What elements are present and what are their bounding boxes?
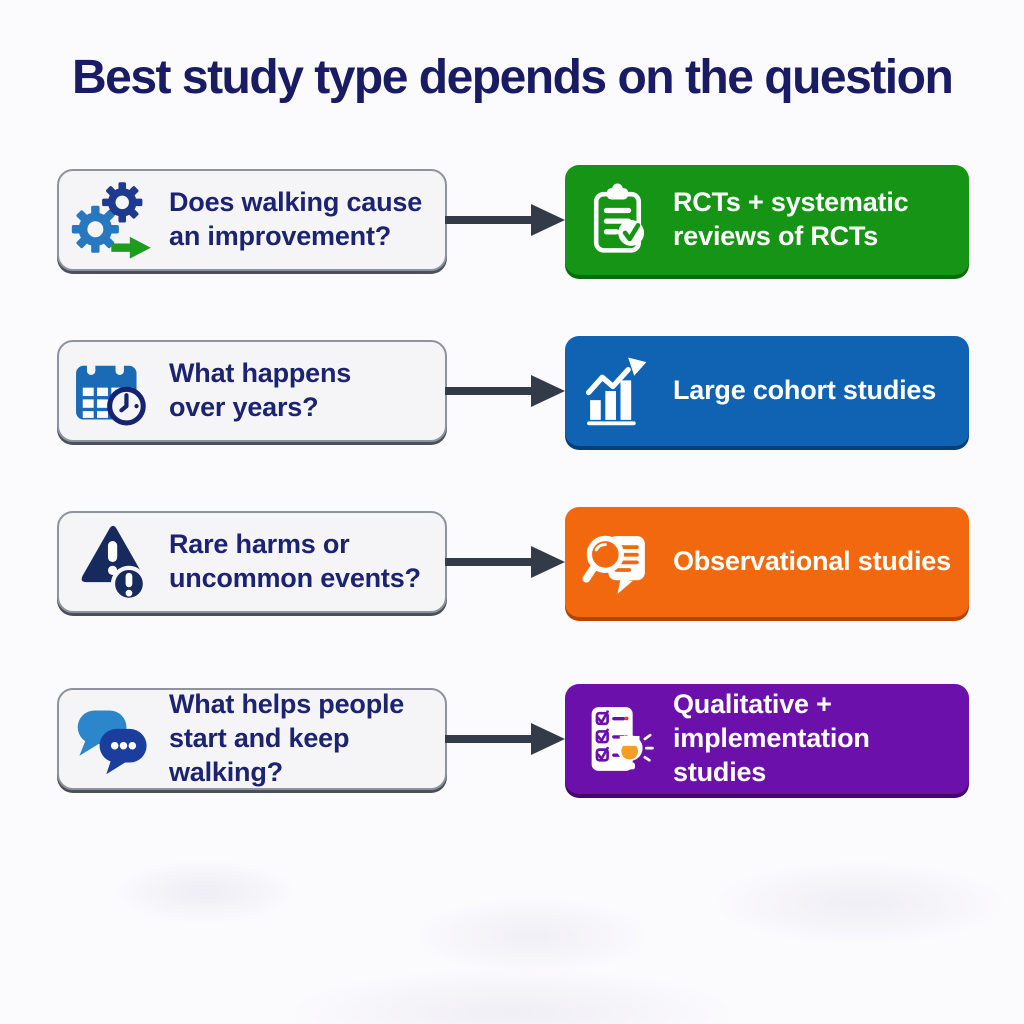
result-box-observational: Observational studies bbox=[565, 507, 969, 617]
row-long-term: What happens over years? Large cohort st… bbox=[57, 333, 969, 449]
question-text: What helps people start and keep walking… bbox=[169, 689, 405, 787]
result-box-cohort: Large cohort studies bbox=[565, 336, 969, 446]
bar-chart-growth-icon bbox=[585, 357, 647, 426]
question-box-rare-harms: Rare harms or uncommon events? bbox=[57, 511, 447, 613]
result-box-qualitative: Qualitative + implementation studies bbox=[565, 684, 969, 794]
clipboard-check-icon bbox=[593, 183, 645, 253]
question-text: Rare harms or uncommon events? bbox=[169, 529, 421, 593]
arrow-right-icon bbox=[445, 546, 565, 578]
arrow-right-icon bbox=[445, 723, 565, 755]
calendar-clock-icon bbox=[76, 357, 146, 426]
result-box-rcts: RCTs + systematic reviews of RCTs bbox=[565, 165, 969, 275]
row-causation: Does walking cause an improvement? RCTs … bbox=[57, 162, 969, 278]
gears-progress-icon bbox=[71, 182, 151, 259]
arrow-right-icon bbox=[445, 204, 565, 236]
result-text: Observational studies bbox=[673, 546, 951, 577]
magnifier-document-icon bbox=[582, 535, 645, 594]
result-text: Large cohort studies bbox=[673, 375, 937, 406]
question-box-long-term: What happens over years? bbox=[57, 340, 447, 442]
warning-exclamation-icon bbox=[81, 525, 148, 602]
question-text: What happens over years? bbox=[169, 358, 352, 422]
question-box-behaviour: What helps people start and keep walking… bbox=[57, 688, 447, 790]
result-text: Qualitative + implementation studies bbox=[673, 689, 870, 787]
row-rare-harms: Rare harms or uncommon events? Observati… bbox=[57, 504, 969, 620]
row-behaviour: What helps people start and keep walking… bbox=[57, 681, 969, 797]
question-text: Does walking cause an improvement? bbox=[169, 187, 423, 251]
result-text: RCTs + systematic reviews of RCTs bbox=[673, 187, 909, 251]
checklist-lightbulb-icon bbox=[591, 707, 654, 771]
question-box-causation: Does walking cause an improvement? bbox=[57, 169, 447, 271]
page-title: Best study type depends on the question bbox=[72, 51, 954, 104]
chat-bubbles-icon bbox=[77, 710, 147, 775]
arrow-right-icon bbox=[445, 375, 565, 407]
